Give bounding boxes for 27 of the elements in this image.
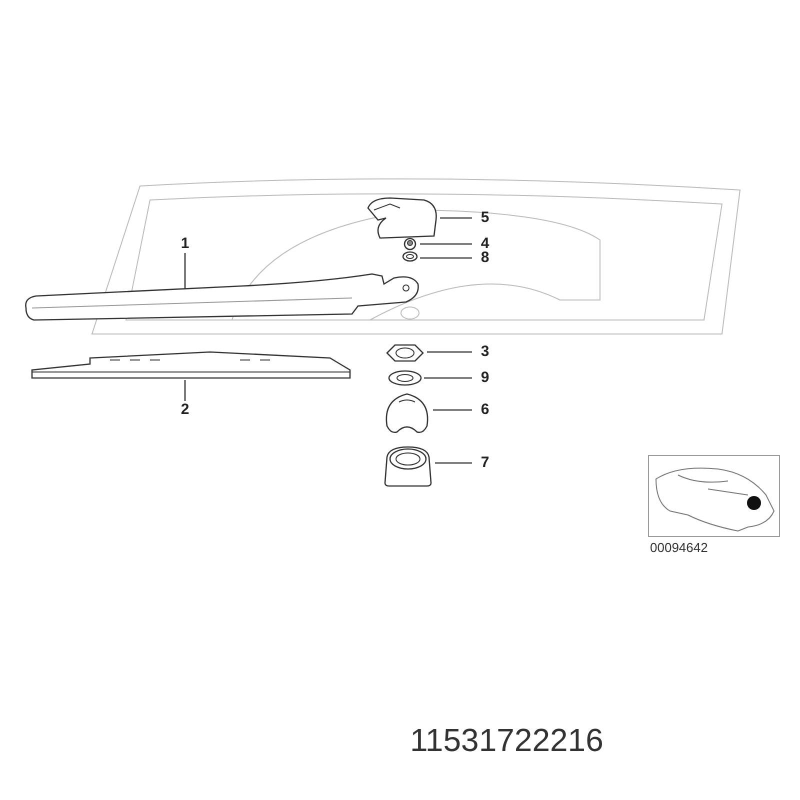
leader-line [433,409,472,411]
washer-drawing [388,370,422,386]
hex-nut-drawing [385,343,425,363]
callout-number: 4 [476,236,494,252]
drawing-number: 00094642 [650,540,708,555]
callout-number: 5 [476,210,494,226]
callout-number: 9 [476,370,494,386]
wiper-blade-drawing [30,350,352,380]
leader-line [184,380,186,401]
callout-number: 6 [476,402,494,418]
leader-line [420,257,472,259]
leader-line [424,377,472,379]
washer-drawing [402,251,418,262]
callout-number: 7 [476,455,494,471]
part-number: 11531722216 [410,722,604,759]
leader-line [420,243,472,245]
callout-number: 2 [176,402,194,418]
grommet-drawing [383,445,433,487]
callout-number: 1 [176,236,194,252]
leader-line [184,253,186,290]
leader-line [427,351,472,353]
leader-line [435,462,472,464]
callout-number: 8 [476,250,494,266]
cover-cap-drawing [383,392,431,434]
callout-number: 3 [476,344,494,360]
nut-drawing [402,238,418,250]
leader-line [440,217,472,219]
